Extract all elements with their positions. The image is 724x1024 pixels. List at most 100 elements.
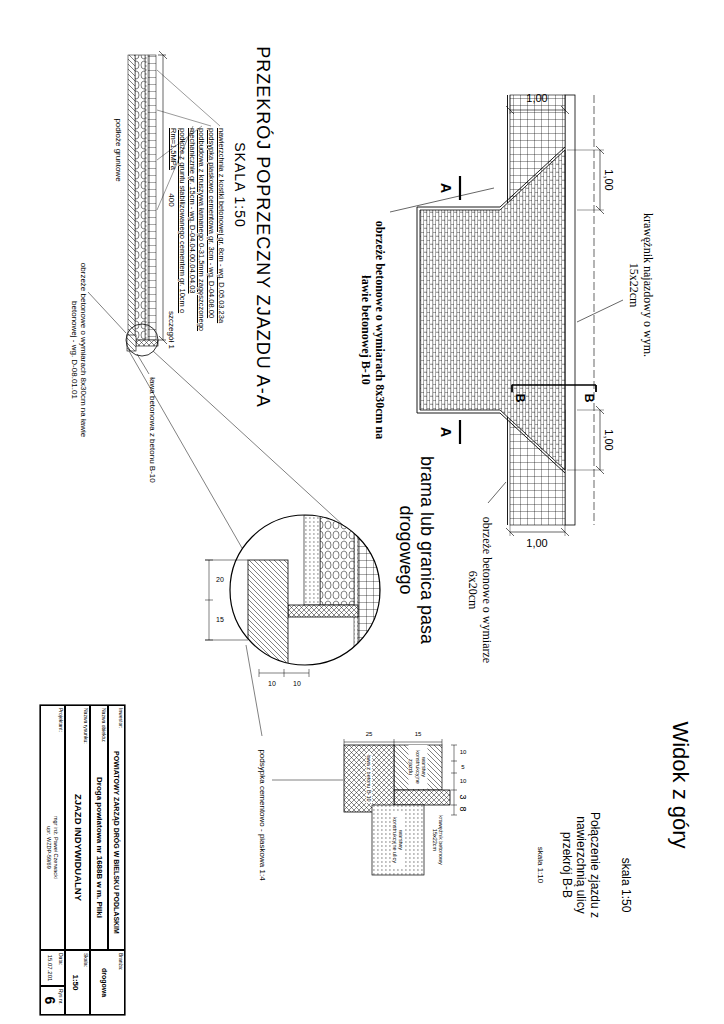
extension-line bbox=[510, 95, 565, 536]
drawing-label: 25 bbox=[366, 731, 373, 738]
drawing-label: 10 bbox=[268, 680, 276, 688]
drawing-label: 15 bbox=[415, 731, 422, 738]
drawing-label: podłoże gruntowe bbox=[113, 118, 122, 181]
street-layers bbox=[372, 805, 424, 875]
drawing-label: A bbox=[438, 427, 454, 437]
field-value: POWIATOWY ZARZĄD DRÓG W BIELSKU PODLASKI… bbox=[113, 751, 121, 934]
title-block-frame bbox=[40, 705, 125, 1015]
edging-line bbox=[417, 147, 565, 473]
title-block-cell: Projektant:mgr inż. Paweł Czerwackiupr. … bbox=[40, 705, 65, 950]
paving-layer bbox=[358, 515, 380, 665]
drawing-label: warstwy konstrukcyjne zjazdu bbox=[409, 745, 428, 789]
title-block-cell: Nazwa rysunku:ZJAZD INDYWIDUALNY bbox=[65, 705, 90, 950]
leader-line bbox=[488, 482, 506, 503]
field-label: Projektant: bbox=[58, 708, 63, 732]
edging-block bbox=[136, 340, 158, 346]
field-value: mgr inż. Paweł Czerwacki bbox=[53, 816, 59, 879]
driveway-layers bbox=[394, 745, 442, 790]
drawing-label: B bbox=[581, 394, 595, 403]
drawing-label: skala 1:50 bbox=[618, 858, 632, 913]
detail-circle bbox=[230, 515, 380, 665]
title-block-cell: Rys nr.6 bbox=[40, 986, 65, 1015]
drawing-label: 10 bbox=[460, 778, 467, 785]
drawing-label: 5 bbox=[461, 764, 464, 771]
drawing-label: Połączenie zjazdu z nawierzchnią ulicy p… bbox=[559, 800, 600, 930]
drawing-label: brama lub granica pasa drogowego bbox=[395, 433, 436, 668]
drawing-label: podbudowa z kruszywa łamanego 0-31,5mm z… bbox=[188, 128, 206, 353]
kerb-section bbox=[394, 790, 450, 805]
driveway-paving bbox=[420, 150, 565, 470]
field-value: drogowa bbox=[101, 968, 109, 997]
field-label: Nazwa rysunku: bbox=[83, 708, 88, 744]
field-value: Droga powiatowa nr 1688B w m. Pilki bbox=[95, 777, 104, 918]
drawing-label: 3 bbox=[458, 794, 468, 799]
drawing-label: ława z betonu B-10 bbox=[366, 753, 372, 803]
field-values: 15.07.201 bbox=[41, 951, 64, 985]
drawing-label: krawężnik betonowy 15x22cm bbox=[432, 809, 445, 871]
stabilized-soil-layer bbox=[304, 515, 320, 605]
drawing-label: 1,00 bbox=[603, 429, 616, 450]
field-values: drogowa bbox=[91, 951, 124, 1014]
leader-line bbox=[246, 645, 262, 736]
drawing-label: 10 bbox=[460, 749, 467, 756]
drawing-label: skala 1:10 bbox=[535, 847, 544, 883]
dimension-line bbox=[506, 106, 569, 114]
drawing-label: Widok z góry bbox=[667, 721, 692, 848]
section-line bbox=[512, 384, 596, 385]
field-value: 1:50 bbox=[71, 974, 80, 990]
drawing-label: 8 bbox=[458, 806, 468, 811]
drawing-label: SKALA 1:50 bbox=[232, 142, 248, 228]
field-values: mgr inż. Paweł Czerwackiupr. WZDP-59/69 bbox=[41, 706, 64, 949]
dimension-line bbox=[259, 669, 309, 677]
dimension-line bbox=[596, 146, 604, 214]
detail-ground bbox=[230, 515, 380, 665]
title-block-cell: Data: 15.07.201 bbox=[40, 950, 65, 986]
drawing-label: warstwy konstrukcyjne ulicy bbox=[392, 813, 405, 867]
drawing-label: krawężnik najazdowy o wym. 15x22cm bbox=[626, 200, 654, 370]
dimension-line bbox=[158, 51, 167, 344]
field-values: Droga powiatowa nr 1688B w m. Pilki bbox=[91, 706, 107, 949]
leader-line bbox=[577, 300, 623, 322]
edging-line bbox=[507, 95, 508, 203]
drawing-label: szczegół 1 bbox=[166, 311, 175, 349]
field-label: Branża: bbox=[118, 953, 123, 970]
drawing-label: podłoże z gruntu stabilizowanego cemente… bbox=[169, 128, 187, 353]
road-edge bbox=[594, 95, 595, 525]
drawing-label: 10 bbox=[293, 680, 301, 688]
detail-enlargement bbox=[230, 515, 380, 665]
leader-line bbox=[272, 780, 343, 781]
detail-leader bbox=[129, 351, 368, 548]
drawing-label: 1,00 bbox=[526, 92, 547, 105]
section-mark bbox=[512, 385, 596, 392]
drawing-label: PRZEKRÓJ POPRZECZNY ZJAZDU A-A bbox=[253, 46, 274, 408]
drawing-label: obrzeże betonowe o wymiarach 8x30cm na ł… bbox=[358, 210, 386, 450]
field-values: 1:50 bbox=[66, 951, 89, 1014]
stabilized-soil-layer bbox=[128, 55, 135, 340]
drawing-label: A bbox=[438, 183, 454, 193]
field-label: Data: bbox=[58, 953, 63, 965]
concrete-footing bbox=[344, 745, 394, 812]
drawing-label: 20 bbox=[216, 576, 224, 584]
drawing-label: ława betonowa z betonu B-10 bbox=[147, 377, 156, 482]
drawing-label: 400 bbox=[166, 193, 175, 206]
field-label: Rys nr. bbox=[58, 989, 63, 1005]
leader-line bbox=[88, 292, 126, 333]
drawing-label: podsypka cementowo - piaskowa 1:4 bbox=[257, 749, 266, 880]
field-label: Inwestor: bbox=[118, 708, 123, 728]
sand-cement-layer bbox=[354, 515, 358, 665]
field-label: Nazwa obiektu: bbox=[101, 708, 106, 742]
field-value: 6 bbox=[42, 997, 57, 1005]
field-value: upr. WZDP-59/69 bbox=[46, 826, 52, 869]
title-block-cell: Branża: drogowa bbox=[90, 950, 125, 1015]
title-block-cell: Inwestor: POWIATOWY ZARZĄD DRÓG W BIELSKU… bbox=[108, 705, 125, 950]
dimension-line bbox=[506, 528, 569, 536]
concrete-footing bbox=[248, 560, 288, 665]
section-mark bbox=[459, 176, 461, 444]
sand-cement-layer bbox=[145, 55, 148, 340]
title-block-cell: Nazwa obiektu: Droga powiatowa nr 1688B w… bbox=[90, 705, 108, 950]
aggregate-layer bbox=[135, 55, 145, 340]
field-label: Skala: bbox=[83, 953, 88, 967]
field-value: 15.07.201 bbox=[46, 955, 53, 982]
paving-layer bbox=[148, 55, 156, 340]
